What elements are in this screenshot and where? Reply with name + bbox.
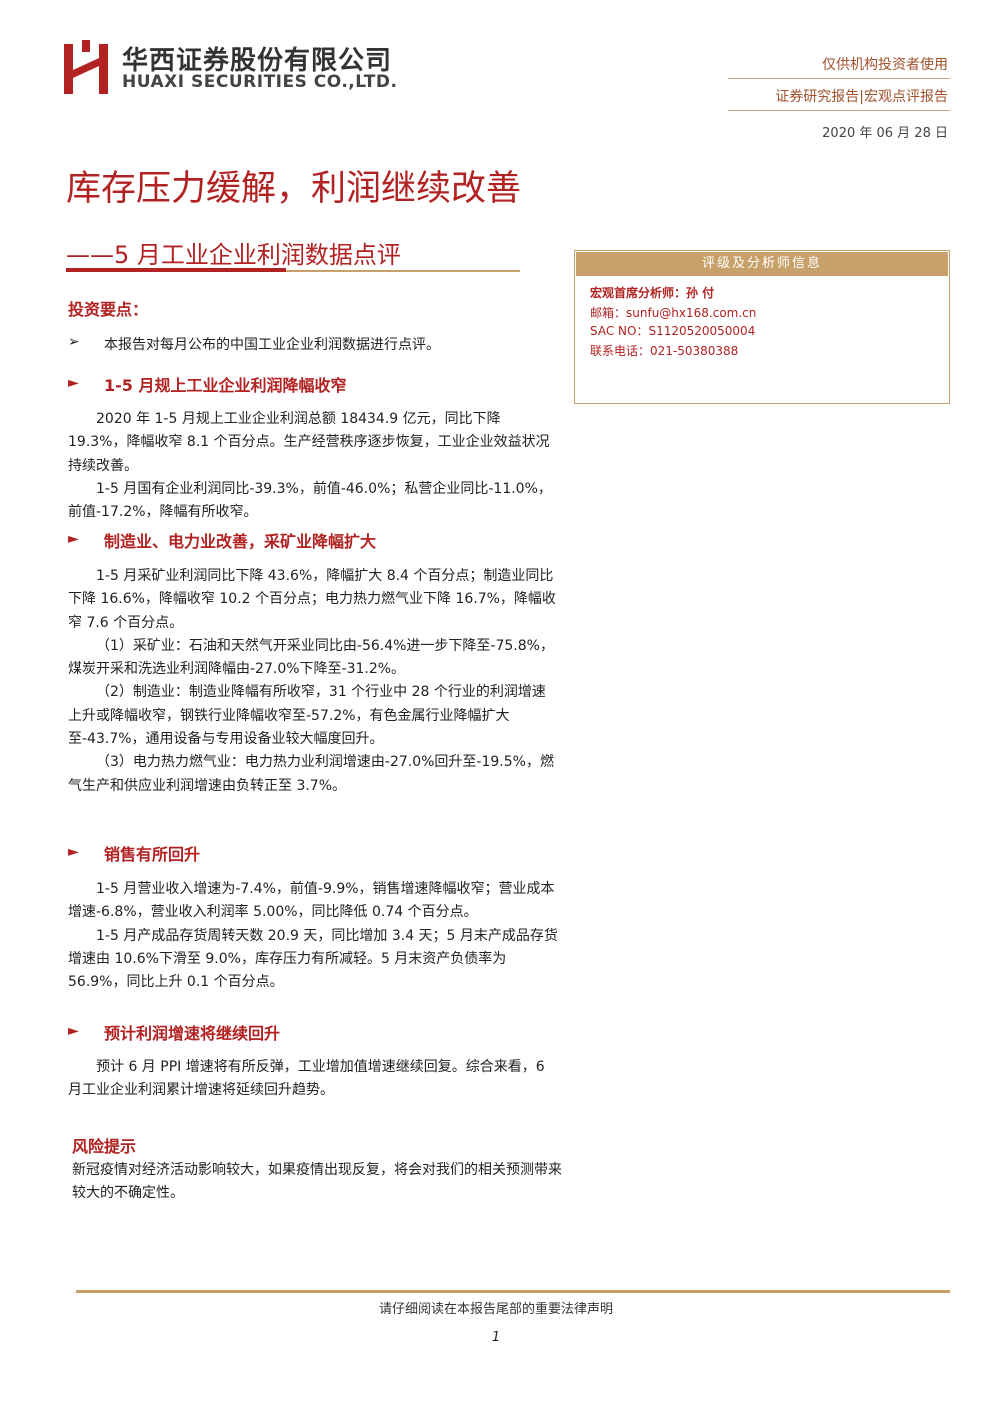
analyst-box-heading: 评级及分析师信息	[576, 252, 948, 276]
paragraph: （2）制造业：制造业降幅有所收窄，31 个行业中 28 个行业的利润增速上升或降…	[68, 684, 546, 748]
analyst-name: 宏观首席分析师：孙 付	[590, 286, 715, 300]
paragraph: 预计 6 月 PPI 增速将有所反弹，工业增加值增速继续回复。综合来看，6 月工…	[68, 1059, 545, 1099]
section-body: 1-5 月采矿业利润同比下降 43.6%，降幅扩大 8.4 个百分点；制造业同比…	[68, 565, 558, 798]
paragraph: 1-5 月国有企业利润同比-39.3%，前值-46.0%；私营企业同比-11.0…	[68, 480, 552, 521]
report-subtitle: ——5 月工业企业利润数据点评	[66, 241, 401, 269]
report-title: 库存压力缓解，利润继续改善	[66, 169, 522, 209]
analyst-info-box	[574, 250, 950, 404]
analyst-email[interactable]: 邮箱：sunfu@hx168.com.cn	[590, 306, 757, 320]
header-divider	[728, 110, 950, 111]
report-date: 2020 年 06 月 28 日	[822, 126, 948, 141]
intro-text: 本报告对每月公布的中国工业企业利润数据进行点评。	[104, 337, 440, 353]
key-points-heading: 投资要点：	[68, 300, 149, 319]
company-name-en: HUAXI SECURITIES CO.,LTD.	[122, 72, 398, 92]
risk-text: 新冠疫情对经济活动影响较大，如果疫情出现反复，将会对我们的相关预测带来较大的不确…	[72, 1162, 562, 1201]
arrow-icon: ►	[68, 375, 79, 391]
paragraph: （1）采矿业：石油和天然气开采业同比由-56.4%进一步下降至-75.8%，煤炭…	[68, 637, 554, 678]
arrow-icon: ►	[68, 844, 79, 860]
section-body: 1-5 月营业收入增速为-7.4%，前值-9.9%，销售增速降幅收窄；营业成本增…	[68, 878, 558, 994]
footer-divider	[76, 1290, 950, 1293]
risk-heading: 风险提示	[72, 1137, 137, 1156]
legal-disclaimer-note: 请仔细阅读在本报告尾部的重要法律声明	[378, 1302, 613, 1317]
section-body: 2020 年 1-5 月规上工业企业利润总额 18434.9 亿元，同比下降 1…	[68, 408, 558, 524]
paragraph: 2020 年 1-5 月规上工业企业利润总额 18434.9 亿元，同比下降 1…	[68, 411, 550, 474]
paragraph: 1-5 月营业收入增速为-7.4%，前值-9.9%，销售增速降幅收窄；营业成本增…	[68, 881, 555, 921]
company-logo-icon	[62, 40, 110, 96]
company-name-cn: 华西证券股份有限公司	[122, 46, 393, 76]
paragraph: 1-5 月采矿业利润同比下降 43.6%，降幅扩大 8.4 个百分点；制造业同比…	[68, 568, 556, 631]
section-heading: 预计利润增速将继续回升	[104, 1024, 281, 1043]
institutional-note: 仅供机构投资者使用	[822, 57, 948, 73]
report-type: 证券研究报告|宏观点评报告	[775, 89, 948, 105]
paragraph: （3）电力热力燃气业：电力热力业利润增速由-27.0%回升至-19.5%，燃气生…	[68, 754, 554, 794]
arrow-icon: ►	[68, 531, 79, 547]
section-heading: 1-5 月规上工业企业利润降幅收窄	[104, 376, 347, 395]
arrow-icon: ►	[68, 1023, 79, 1039]
section-heading: 制造业、电力业改善，采矿业降幅扩大	[104, 532, 377, 551]
section-heading: 销售有所回升	[104, 845, 201, 864]
page-number: 1	[491, 1330, 501, 1345]
subtitle-underline	[66, 268, 286, 272]
analyst-sac: SAC NO：S1120520050004	[590, 324, 756, 338]
intro-bullet-icon: ➢	[68, 334, 80, 350]
header-divider	[728, 78, 950, 79]
paragraph: 1-5 月产成品存货周转天数 20.9 天，同比增加 3.4 天；5 月末产成品…	[68, 927, 558, 991]
section-body: 预计 6 月 PPI 增速将有所反弹，工业增加值增速继续回复。综合来看，6 月工…	[68, 1056, 558, 1103]
subtitle-underline-gold	[286, 270, 520, 272]
analyst-phone: 联系电话：021-50380388	[590, 344, 739, 358]
